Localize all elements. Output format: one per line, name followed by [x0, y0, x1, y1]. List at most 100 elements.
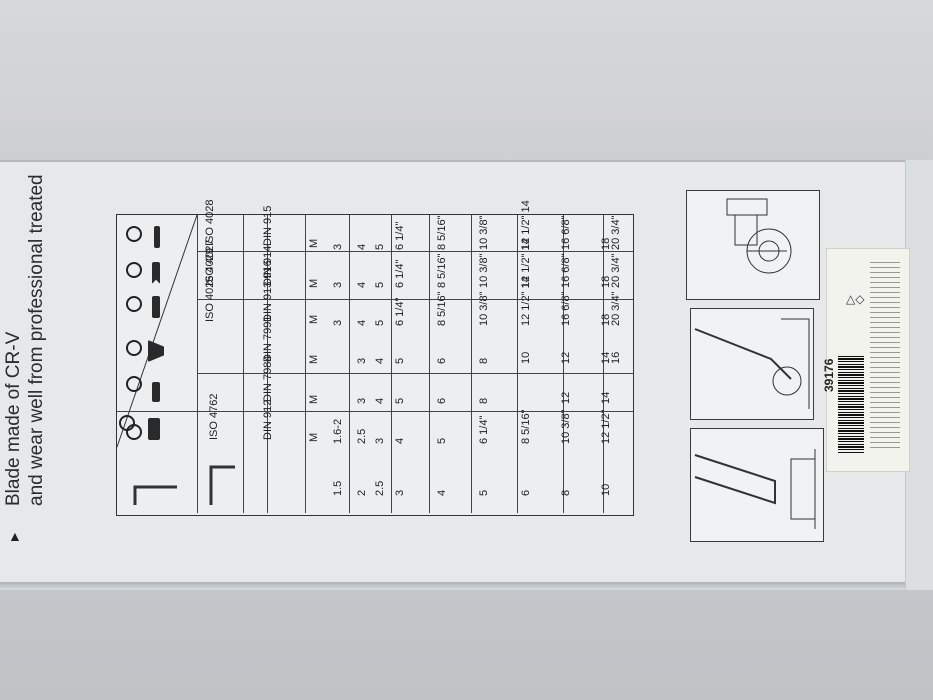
screw-size-cell: 8 5/16" — [436, 291, 448, 327]
screw-size-cell: 3 — [332, 319, 344, 326]
cup-point-circle-icon — [126, 262, 142, 278]
standard-iso-4027: ISO 4027 — [204, 239, 216, 286]
certification-marks-icon: △◇ — [846, 292, 865, 306]
dog-point-set-screw-icon — [154, 226, 160, 248]
screw-size-cell: 20 3/4" — [610, 291, 622, 327]
thread-label: M — [308, 432, 320, 442]
din-912: DIN 912 — [262, 399, 274, 440]
tagline-line-2: and wear well from professional treated — [26, 174, 47, 506]
thread-label: M — [308, 394, 320, 404]
din-915: DIN 915 — [262, 205, 274, 246]
screw-size-cell: 1.6-2 — [332, 418, 344, 444]
illustration-screwdriver-bit — [686, 190, 820, 300]
screw-size-cell: 4 — [374, 397, 386, 404]
table-corner-diagonal — [117, 215, 197, 505]
screw-size-cell: 12 — [560, 351, 572, 364]
screw-size-cell: 3 — [356, 357, 368, 364]
screw-size-cell: 8 5/16" — [436, 253, 448, 289]
countersunk-screw-icon — [148, 340, 164, 362]
screw-size-cell: 16 6/8" — [560, 253, 572, 289]
screw-size-cell: 3 — [356, 397, 368, 404]
screw-size-cell: 4 — [356, 281, 368, 288]
countersunk-circle-icon — [126, 340, 142, 356]
screw-size-cell: 6 1/4" — [394, 259, 406, 288]
socket-screw-icon — [148, 418, 160, 440]
screw-size-cell: 12 1/2" 14 — [520, 200, 532, 250]
flat-point-set-screw-icon — [152, 296, 160, 318]
thread-label: M — [308, 354, 320, 364]
screw-size-cell: 4 — [356, 243, 368, 250]
illustration-ball-end-key — [690, 308, 814, 420]
screw-size-cell: 5 — [394, 357, 406, 364]
screw-size-cell: 12 1/2" — [600, 409, 612, 445]
screw-size-cell: 10 3/8" — [478, 291, 490, 327]
screw-size-cell: 3 — [332, 281, 344, 288]
hex-size-cell: 8 — [560, 489, 572, 496]
hex-size-cell: 2 — [356, 489, 368, 496]
hex-size-cell: 2.5 — [374, 480, 386, 496]
screw-size-cell: 6 — [436, 357, 448, 364]
bullet-arrow-icon: ▲ — [8, 528, 22, 544]
background-wall-top — [0, 0, 933, 160]
hex-size-cell: 3 — [394, 489, 406, 496]
background-wall-bottom — [0, 590, 933, 700]
screw-size-cell: 16 6/8" — [560, 215, 572, 251]
screw-size-cell: 4 — [374, 357, 386, 364]
screw-size-cell: 10 — [520, 351, 532, 364]
din-7991: DIN 7991 — [262, 315, 274, 362]
card-shadow — [0, 582, 933, 592]
standard-iso-4762: ISO 4762 — [208, 393, 220, 440]
din-7984: DIN 7984 — [262, 355, 274, 402]
dog-point-circle-icon — [126, 226, 142, 242]
illustration-hex-end-key — [690, 428, 824, 542]
screw-size-cell: 10 3/8" — [478, 215, 490, 251]
screw-size-cell: 3 — [374, 437, 386, 444]
l-key-small-icon — [209, 465, 235, 505]
thread-label: M — [308, 278, 320, 288]
hex-size-cell: 10 — [600, 483, 612, 496]
screw-size-cell: 6 — [436, 397, 448, 404]
sticker-fine-print — [870, 262, 900, 452]
screw-size-cell: 4 — [394, 437, 406, 444]
tagline-line-1: Blade made of CR-V — [3, 331, 24, 506]
l-key-icon — [133, 485, 177, 505]
screw-size-cell: 14 — [600, 391, 612, 404]
screw-size-cell: 2.5 — [356, 428, 368, 444]
screw-size-cell: 8 — [478, 357, 490, 364]
barcode — [838, 356, 864, 454]
socket-head-circle-icon — [126, 424, 142, 440]
thread-label: M — [308, 314, 320, 324]
screw-size-cell: 3 — [332, 243, 344, 250]
screw-size-cell: 6 1/4" — [478, 415, 490, 444]
screw-size-cell: 10 3/8" — [478, 253, 490, 289]
hex-size-cell: 6 — [520, 489, 532, 496]
screw-size-cell: 4 — [356, 319, 368, 326]
screw-size-cell: 6 1/4" — [394, 221, 406, 250]
screw-size-cell: 8 5/16" — [520, 409, 532, 445]
cup-point-set-screw-icon — [152, 262, 160, 284]
hex-end-drawing — [694, 449, 816, 529]
low-head-screw-icon — [152, 382, 160, 402]
screw-size-cell: 5 — [436, 437, 448, 444]
screw-size-cell: 5 — [374, 319, 386, 326]
screw-size-cell: 5 — [374, 243, 386, 250]
screw-size-cell: 5 — [394, 397, 406, 404]
hex-size-cell: 4 — [436, 489, 448, 496]
standard-iso-4028: ISO 4028 — [204, 199, 216, 246]
bit-socket-drawing — [726, 198, 792, 274]
screw-size-cell: 5 — [374, 281, 386, 288]
screw-size-cell: 16 6/8" — [560, 291, 572, 327]
screw-size-cell: 20 3/4" — [610, 215, 622, 251]
flat-point-circle-icon — [126, 296, 142, 312]
screw-size-cell: 20 3/4" — [610, 253, 622, 289]
low-head-circle-icon — [126, 376, 142, 392]
hex-size-cell: 1.5 — [332, 480, 344, 496]
sticker-code: 39176 — [822, 358, 836, 392]
ball-end-drawing — [694, 318, 810, 409]
screw-size-cell: 8 5/16" — [436, 215, 448, 251]
screw-size-cell: 16 — [610, 351, 622, 364]
screw-size-cell: 6 1/4" — [394, 297, 406, 326]
screw-size-cell: 10 3/8" — [560, 409, 572, 445]
screw-size-cell: 12 — [560, 391, 572, 404]
hex-key-size-table — [116, 214, 634, 516]
